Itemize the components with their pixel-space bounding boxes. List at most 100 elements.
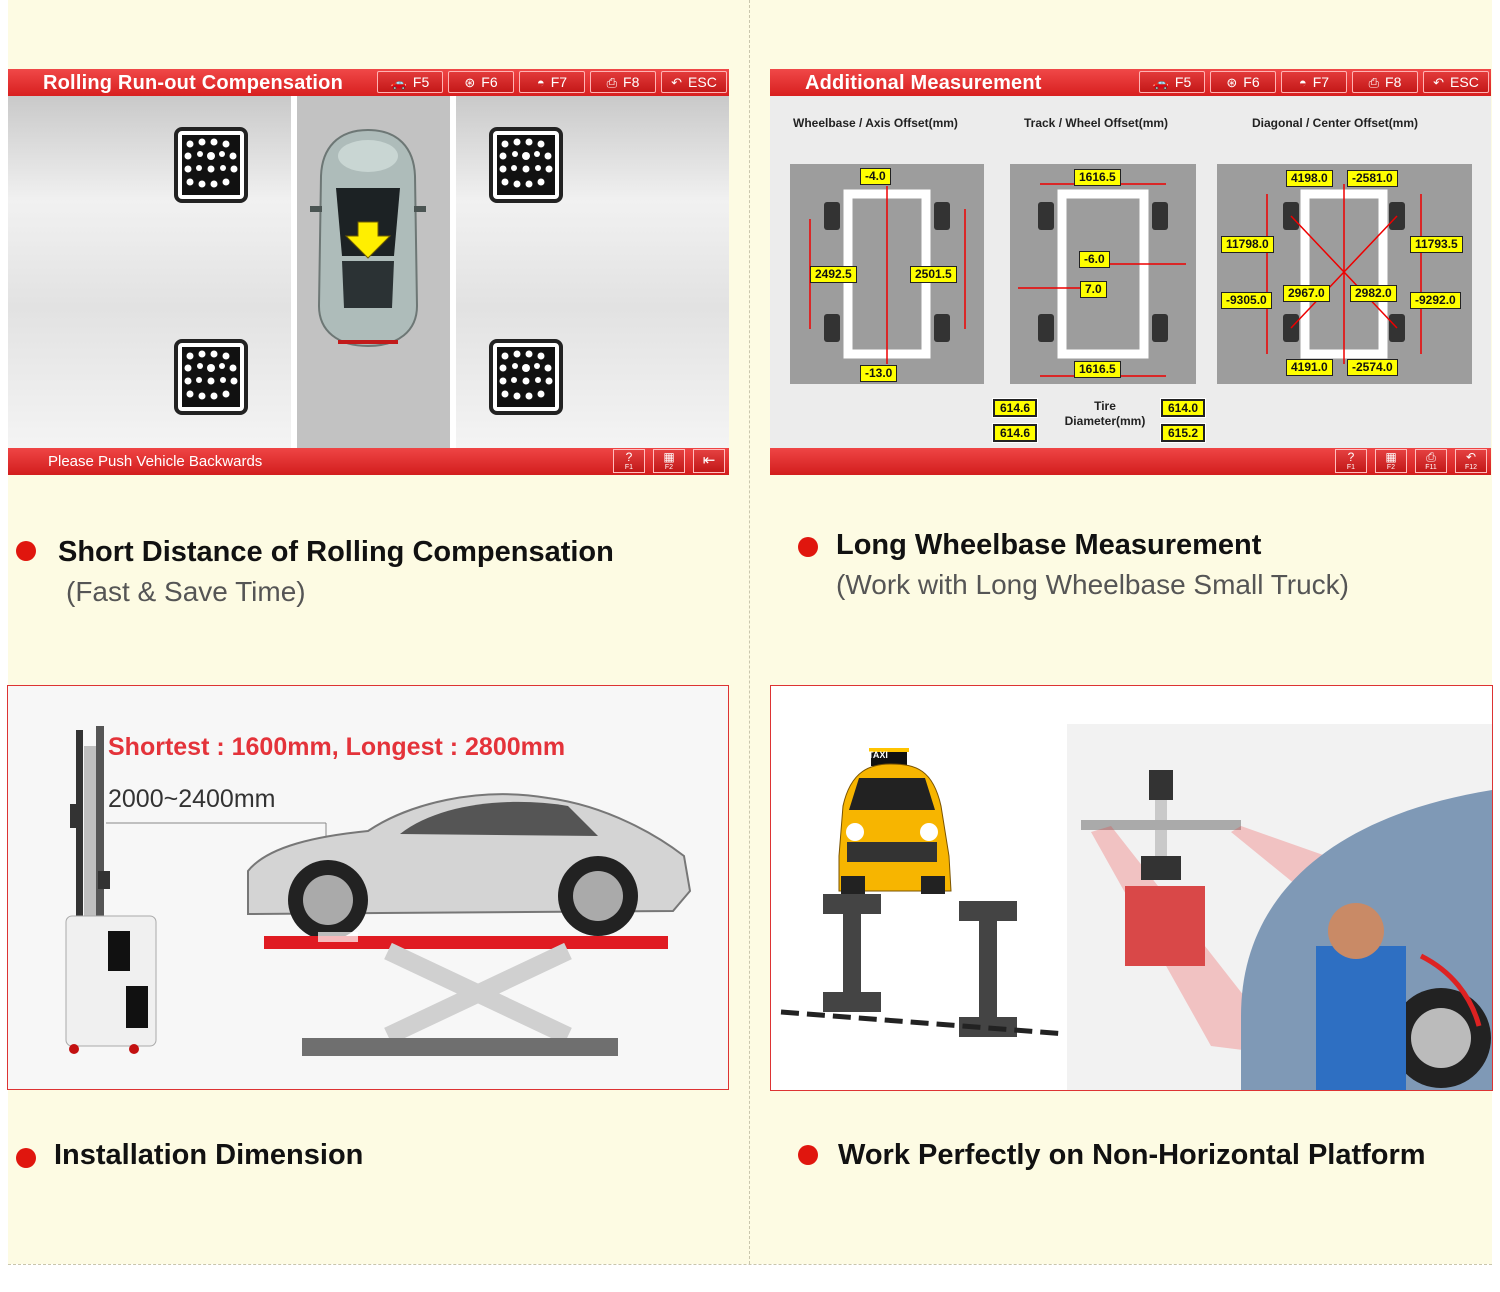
wheel-icon: ⊛	[1226, 74, 1238, 90]
column-divider	[749, 0, 750, 1264]
grid-icon: ▦	[663, 450, 675, 464]
feature-title-rolling: Short Distance of Rolling Compensation	[58, 536, 614, 568]
diagonal-low-right-value: -9292.0	[1410, 292, 1461, 309]
feature-subtitle-rolling: (Fast & Save Time)	[66, 576, 306, 607]
grid-icon: ▦	[1385, 450, 1397, 464]
wheelbase-right-value: 2501.5	[910, 266, 957, 283]
feature-subtitle-wheelbase: (Work with Long Wheelbase Small Truck)	[836, 569, 1349, 600]
diagonal-diagram	[1217, 164, 1472, 384]
track-diagram	[1010, 164, 1196, 384]
undo-icon: ↶	[1465, 450, 1477, 464]
target-board-rear-right	[489, 339, 563, 415]
wheel-icon: ⊛	[464, 74, 476, 90]
f7-button[interactable]: ◓F7	[1281, 71, 1347, 93]
diagonal-center-right-value: 2982.0	[1350, 285, 1397, 302]
wheelbase-top-value: -4.0	[860, 168, 891, 185]
status-bar: ?F1 ▦F2 ⎙F11 ↶F12	[770, 448, 1491, 475]
undo-button[interactable]: ↶F12	[1455, 449, 1487, 473]
additional-measurement-screen: Additional Measurement 🚗F5 ⊛F6 ◓F7 ⎙F8 ↶…	[770, 69, 1491, 475]
track-front-value: 1616.5	[1074, 169, 1121, 186]
wheelbase-bottom-value: -13.0	[860, 365, 898, 382]
rolling-scene	[8, 96, 729, 448]
help-icon: ?	[1347, 450, 1355, 464]
steering-icon: ◓	[1298, 74, 1307, 90]
wheelbase-column-header: Wheelbase / Axis Offset(mm)	[793, 116, 958, 130]
printer-icon: ⎙	[1368, 74, 1380, 90]
steering-icon: ◓	[536, 74, 545, 90]
bottom-divider	[8, 1264, 1492, 1265]
title-bar: Rolling Run-out Compensation 🚗F5 ⊛F6 ◓F7…	[8, 69, 729, 96]
exit-button[interactable]: ⇤	[693, 449, 725, 473]
car-icon: 🚗	[1152, 74, 1169, 90]
taxi-sign: TAXI	[868, 750, 888, 760]
exit-icon: ⇤	[702, 452, 716, 469]
bullet-icon	[16, 1148, 36, 1168]
push-direction-arrow-icon	[344, 221, 392, 259]
grid-button[interactable]: ▦F2	[1375, 449, 1407, 473]
help-button[interactable]: ?F1	[1335, 449, 1367, 473]
f6-button[interactable]: ⊛F6	[1210, 71, 1276, 93]
diagonal-top-left-value: 4198.0	[1286, 170, 1333, 187]
screen-title: Additional Measurement	[805, 72, 1042, 94]
tire-diameter-label: Tire Diameter(mm)	[1064, 399, 1146, 428]
installation-illustration	[65, 726, 692, 1056]
f8-button[interactable]: ⎙F8	[590, 71, 656, 93]
tire-front-right-value: 614.0	[1161, 399, 1206, 417]
track-column-header: Track / Wheel Offset(mm)	[1024, 116, 1169, 130]
diagonal-center-left-value: 2967.0	[1283, 285, 1330, 302]
help-button[interactable]: ?F1	[613, 449, 645, 473]
function-key-bar: 🚗F5 ⊛F6 ◓F7 ⎙F8 ↶ESC	[372, 71, 727, 94]
f6-button[interactable]: ⊛F6	[448, 71, 514, 93]
esc-button[interactable]: ↶ESC	[1423, 71, 1489, 93]
tire-front-left-value: 614.6	[993, 399, 1038, 417]
platform-illustration	[780, 724, 1492, 1090]
back-arrow-icon: ↶	[1433, 74, 1445, 90]
car-icon: 🚗	[390, 74, 407, 90]
diagonal-top-right-value: -2581.0	[1347, 170, 1398, 187]
function-key-bar: 🚗F5 ⊛F6 ◓F7 ⎙F8 ↶ESC	[1134, 71, 1489, 94]
status-bar: Please Push Vehicle Backwards ?F1 ▦F2 ⇤	[8, 448, 729, 475]
diagonal-bottom-left-value: 4191.0	[1286, 359, 1333, 376]
back-arrow-icon: ↶	[671, 74, 683, 90]
help-icon: ?	[625, 450, 633, 464]
grid-button[interactable]: ▦F2	[653, 449, 685, 473]
tire-rear-left-value: 614.6	[993, 424, 1038, 442]
bullet-icon	[798, 537, 818, 557]
feature-title-platform: Work Perfectly on Non-Horizontal Platfor…	[838, 1139, 1426, 1171]
diagonal-mid-left-value: 11798.0	[1221, 236, 1274, 253]
status-message: Please Push Vehicle Backwards	[48, 453, 263, 470]
tire-rear-right-value: 615.2	[1161, 424, 1206, 442]
diagonal-mid-right-value: 11793.5	[1410, 236, 1463, 253]
f8-button[interactable]: ⎙F8	[1352, 71, 1418, 93]
measurement-body: Wheelbase / Axis Offset(mm) Track / Whee…	[770, 96, 1491, 448]
length-range-label: Shortest : 1600mm, Longest : 2800mm	[108, 733, 566, 761]
track-rear-value: 1616.5	[1074, 361, 1121, 378]
target-board-front-left	[174, 127, 248, 203]
f5-button[interactable]: 🚗F5	[377, 71, 443, 93]
track-rear-offset-value: 7.0	[1080, 281, 1107, 298]
screen-title: Rolling Run-out Compensation	[43, 72, 344, 94]
installation-dimension-image: Shortest : 1600mm, Longest : 2800mm 2000…	[7, 685, 729, 1090]
rolling-compensation-screen: Rolling Run-out Compensation 🚗F5 ⊛F6 ◓F7…	[8, 69, 729, 475]
target-board-front-right	[489, 127, 563, 203]
print-button[interactable]: ⎙F11	[1415, 449, 1447, 473]
diagonal-bottom-right-value: -2574.0	[1347, 359, 1398, 376]
height-range-label: 2000~2400mm	[108, 785, 276, 813]
esc-button[interactable]: ↶ESC	[661, 71, 727, 93]
f5-button[interactable]: 🚗F5	[1139, 71, 1205, 93]
title-bar: Additional Measurement 🚗F5 ⊛F6 ◓F7 ⎙F8 ↶…	[770, 69, 1491, 96]
bottom-button-group: ?F1 ▦F2 ⇤	[613, 449, 725, 473]
f7-button[interactable]: ◓F7	[519, 71, 585, 93]
bottom-button-group: ?F1 ▦F2 ⎙F11 ↶F12	[1335, 449, 1487, 473]
bullet-icon	[16, 541, 36, 561]
wheelbase-left-value: 2492.5	[810, 266, 857, 283]
target-board-rear-left	[174, 339, 248, 415]
printer-icon: ⎙	[1426, 450, 1436, 464]
feature-title-installation: Installation Dimension	[54, 1139, 364, 1171]
diagonal-low-left-value: -9305.0	[1221, 292, 1272, 309]
printer-icon: ⎙	[606, 74, 618, 90]
feature-title-wheelbase: Long Wheelbase Measurement	[836, 529, 1262, 561]
non-horizontal-platform-image: TAXI	[770, 685, 1493, 1091]
bullet-icon	[798, 1145, 818, 1165]
rolling-scene-graphic	[174, 96, 563, 448]
